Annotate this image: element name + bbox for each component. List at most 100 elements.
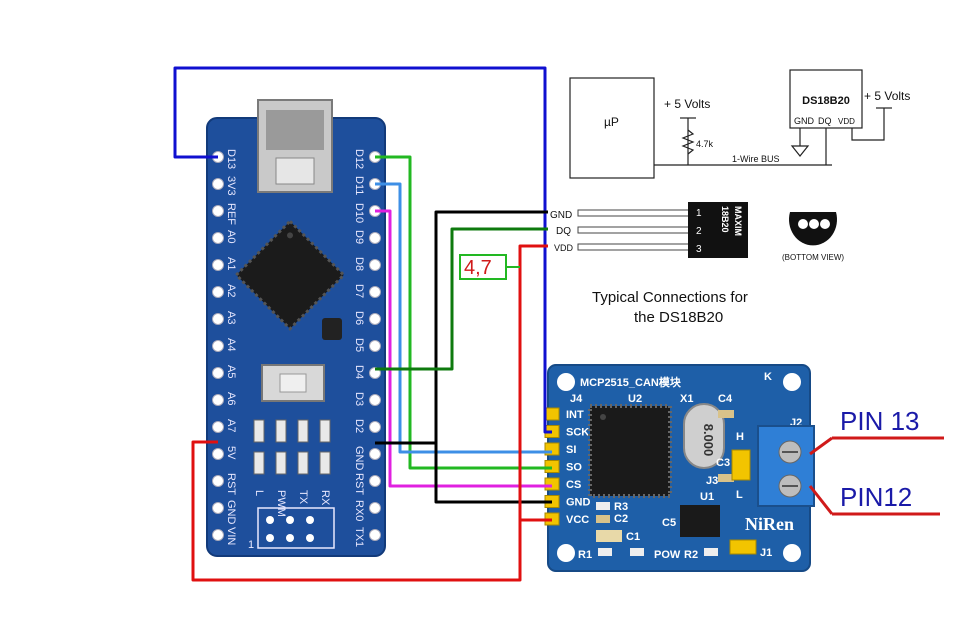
nano-left-pin-label: A6 (225, 392, 237, 405)
can-ref-u2: U2 (628, 393, 642, 405)
can-pin-label: SCK (566, 427, 589, 439)
ds18b20-package: 1 2 3 MAXIM 18B20 (688, 202, 748, 258)
nano-right-pin-label: RX0 (353, 500, 365, 521)
schematic-sensor-pin-dq: DQ (818, 116, 832, 126)
schematic-sensor-title: DS18B20 (802, 95, 850, 107)
atmega-chip (234, 219, 346, 331)
wire-d13-to-sck (173, 66, 552, 434)
can-ref-j1: J1 (760, 547, 772, 559)
can-ref-r2: R2 (684, 549, 698, 561)
reset-button (261, 364, 325, 402)
annotation-pin12-label: PIN12 (840, 482, 912, 512)
nano-left-pin-label: REF (225, 203, 237, 225)
can-ref-c4: C4 (718, 393, 733, 405)
nano-right-pin-label: RST (353, 473, 365, 495)
wire-vcc-to-sensor (518, 244, 548, 520)
can-ref-pow: POW (654, 549, 681, 561)
can-pin (544, 477, 560, 491)
schematic-lead-gnd: GND (550, 210, 572, 221)
package-text-maxim: MAXIM (733, 206, 743, 236)
wire-d10-to-cs (375, 209, 552, 488)
nano-left-pin-label: VIN (225, 527, 237, 545)
wire-gnd-to-sensor (375, 210, 548, 445)
nano-right-pin-label: D4 (353, 365, 365, 379)
nano-right-pin-label: D6 (353, 311, 365, 325)
can-terminal-block (757, 425, 815, 507)
nano-left-pin-label: RST (225, 473, 237, 495)
annotation-pin12: PIN12 (808, 482, 940, 516)
can-ref-x1: X1 (680, 393, 693, 405)
schematic-resistor: 4.7k (696, 139, 714, 149)
can-ref-j4: J4 (570, 393, 583, 405)
nano-right-pin-label: D8 (353, 257, 365, 271)
nano-left-pin-label: A1 (225, 257, 237, 270)
can-transceiver-u1 (680, 505, 720, 537)
can-ref-h: H (736, 431, 744, 443)
nano-left-pin-hole-2 (212, 205, 224, 217)
board-label-pwm: PWM (275, 490, 287, 517)
nano-right-pin-hole-5 (369, 286, 381, 298)
can-brand: NiRen (745, 514, 794, 534)
can-pin-label: GND (566, 497, 591, 509)
schematic-caption-line1: Typical Connections for (592, 289, 748, 306)
board-crystal (322, 318, 342, 340)
board-leds (253, 419, 331, 475)
nano-left-pin-hole-3 (212, 232, 224, 244)
can-ref-c5: C5 (662, 517, 676, 529)
arduino-nano-board: L PWM TX RX 1 D133V3REFA0A1A2A3A4A5A6A75… (206, 99, 386, 557)
can-jumper-j3 (731, 449, 751, 481)
nano-right-pin-label: TX1 (353, 527, 365, 547)
can-pin-label: SI (566, 444, 576, 456)
nano-right-pin-label: D10 (353, 203, 365, 223)
wire-d12-to-so (375, 155, 552, 470)
nano-left-pin-label: GND (225, 500, 237, 525)
nano-left-pin-hole-11 (212, 448, 224, 460)
nano-left-pin-hole-5 (212, 286, 224, 298)
annotation-pin13-label: PIN 13 (840, 406, 920, 436)
nano-left-pin-label: 5V (225, 446, 237, 460)
nano-right-pin-hole-11 (369, 448, 381, 460)
wire-5v-to-vcc (191, 440, 552, 582)
nano-right-pin-hole-4 (369, 259, 381, 271)
schematic-up-label: µP (604, 115, 619, 129)
board-label-rx: RX (319, 490, 331, 506)
schematic-supply-right: + 5 Volts (864, 89, 910, 103)
wire-d11-to-si (375, 182, 552, 454)
nano-left-pin-label: A4 (225, 338, 237, 351)
nano-right-pin-hole-10 (369, 421, 381, 433)
nano-left-pin-hole-14 (212, 529, 224, 541)
nano-right-pin-label: GND (353, 446, 365, 471)
can-pin-label: VCC (566, 514, 589, 526)
wire-gnd-to-can (434, 443, 552, 504)
can-ref-j3: J3 (706, 475, 718, 487)
nano-right-pin-label: D11 (353, 176, 365, 195)
can-ref-c3: C3 (716, 457, 730, 469)
package-text-model: 18B20 (720, 206, 730, 233)
nano-left-pin-hole-10 (212, 421, 224, 433)
schematic-lead-vdd: VDD (554, 243, 574, 253)
nano-left-pin-label: 3V3 (225, 176, 237, 196)
can-pin-header: INT SCK SI SO CS GND VCC (544, 407, 591, 526)
board-label-l: L (253, 490, 265, 496)
nano-right-pin-label: D9 (353, 230, 365, 244)
can-ref-r1: R1 (578, 549, 592, 561)
package-pin-3: 3 (696, 244, 702, 255)
can-ref-c2: C2 (614, 513, 628, 525)
annotation-resistor: 4,7 (459, 254, 520, 280)
can-pin-label: SO (566, 462, 582, 474)
can-ref-c1: C1 (626, 531, 640, 543)
nano-left-pin-label: A0 (225, 230, 237, 243)
can-crystal: 8.000 (683, 403, 725, 469)
can-pin-label: INT (566, 409, 584, 421)
schematic-supply-left: + 5 Volts (664, 97, 710, 111)
nano-left-pin-hole-9 (212, 394, 224, 406)
can-ref-l: L (736, 489, 743, 501)
can-pin-label: CS (566, 479, 581, 491)
nano-right-pin-hole-9 (369, 394, 381, 406)
nano-left-pin-hole-7 (212, 340, 224, 352)
schematic-sensor-pin-gnd: GND (794, 116, 815, 126)
nano-left-pin-label: D13 (225, 149, 237, 169)
annotation-pin13: PIN 13 (809, 406, 944, 456)
